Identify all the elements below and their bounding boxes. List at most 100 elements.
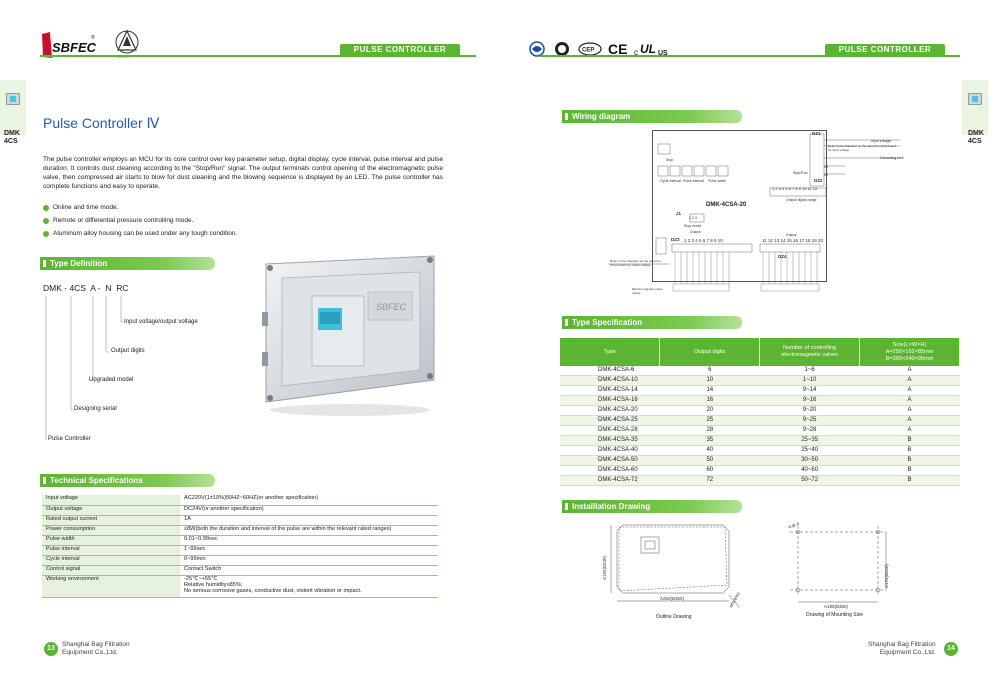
- table-cell: DMK-4CSA-10: [560, 375, 660, 387]
- type-spec-table: Type Output digits Number of controlling…: [560, 338, 960, 487]
- table-cell: 40~60: [759, 465, 860, 477]
- j1-pins: 1 2 3: [689, 216, 697, 220]
- table-cell: A: [859, 385, 960, 397]
- type-definition-leader-lines: [45, 296, 124, 440]
- table-cell: DMK-4CSA-35: [560, 435, 660, 447]
- k2-label: K2: [824, 173, 829, 177]
- brand-text: SBFEC: [52, 40, 97, 55]
- stop-run-label: Stop/Run: [793, 171, 808, 175]
- type-definition-heading: Type Definition: [40, 257, 215, 270]
- table-cell: 28: [659, 425, 760, 437]
- table-cell: 35: [659, 435, 760, 447]
- table-cell: 72: [659, 475, 760, 487]
- mounting-drawing: [790, 526, 887, 603]
- type-spec-heading: Type Specification: [562, 316, 742, 329]
- cert-logos: CEP CE c UL US: [528, 40, 698, 58]
- table-cell: 1~10: [759, 375, 860, 387]
- triangle-emblem-icon: ~~~~~~: [108, 28, 146, 60]
- feature-bullet: Remote or differential pressure controll…: [43, 217, 193, 224]
- j1-label: J1: [676, 211, 682, 216]
- table-cell: 20: [659, 405, 760, 417]
- table-cell: DMK-4CSA-16: [560, 395, 660, 407]
- svg-text:US: US: [658, 50, 668, 57]
- knob-label: Cycle interval: [660, 179, 682, 183]
- svg-text:CE: CE: [608, 41, 627, 57]
- table-cell: 60: [659, 465, 760, 477]
- table-cell: A: [859, 375, 960, 387]
- table-cell: 30~50: [759, 455, 860, 467]
- valve-note: Electro-magnetic pulse valves: [632, 287, 663, 295]
- dz1-label: DZ1: [812, 131, 821, 136]
- table-cell: DMK-4CSA-25: [560, 415, 660, 427]
- svg-text:UL: UL: [640, 42, 656, 56]
- knob-label: Pulse interval: [683, 179, 705, 183]
- table-cell: 25: [659, 415, 760, 427]
- mounting-dim-height: A170(B220): [884, 563, 889, 588]
- mounting-caption: Drawing of Mounting Size: [806, 612, 863, 618]
- table-cell: B: [859, 465, 960, 477]
- type-label: Output digits: [111, 348, 145, 354]
- feature-bullet: Aluminum alloy housing can be used under…: [43, 230, 237, 237]
- output-label: Output: [690, 230, 701, 234]
- svg-text:~~~~~~: ~~~~~~: [116, 55, 131, 60]
- product-line-badge-right: PULSE CONTROLLER: [825, 44, 945, 56]
- product-line-badge-left: PULSE CONTROLLER: [340, 44, 460, 56]
- left-side-tab: [0, 80, 26, 135]
- page-number-left: 13: [44, 642, 58, 656]
- table-cell: 9~16: [759, 395, 860, 407]
- type-label: Input voltage/output voltage: [124, 319, 198, 325]
- table-cell: 25~40: [759, 445, 860, 457]
- table-cell: 25~35: [759, 435, 860, 447]
- table-cell: A: [859, 425, 960, 437]
- outline-dim-height: A192(B240): [602, 555, 607, 580]
- product-thumbnail-icon: [6, 93, 20, 105]
- digits-row: 1 2 3 4 5 6 7 8 9 10 11 12: [772, 186, 818, 191]
- table-cell: 6: [659, 366, 760, 377]
- table-cell: A: [859, 415, 960, 427]
- table-cell: B: [859, 435, 960, 447]
- table-cell: 14: [659, 385, 760, 397]
- page-number-right: 14: [944, 642, 958, 656]
- page-title: Pulse Controller Ⅳ: [43, 115, 160, 131]
- wiring-lines: [608, 133, 900, 292]
- table-cell: 1~6: [759, 366, 860, 377]
- outline-drawing: [610, 524, 740, 608]
- refer-note: Refer to the character on the panel for …: [610, 259, 661, 267]
- input-voltage-label: Input voltage: [871, 139, 892, 143]
- table-cell: 9~25: [759, 415, 860, 427]
- left-side-code: DMK 4CS: [4, 130, 20, 145]
- input-voltage-note: Refer to the character on the panel for …: [828, 144, 896, 152]
- type-label: Upgraded model: [89, 377, 134, 383]
- footer-company-right: Shanghai Bag Filtration Equipment Co.,Lt…: [868, 641, 936, 656]
- knob-label: Pulse width: [708, 179, 726, 183]
- mounting-dim-width: A180(B350): [824, 604, 849, 609]
- right-side-code: DMK 4CS: [968, 130, 984, 145]
- header-rule-right: [540, 55, 960, 57]
- outline-caption: Outline Drawing: [656, 614, 692, 620]
- wiring-diagram: [652, 130, 827, 282]
- table-row: Working environment-25℃~+55℃ Relative hu…: [42, 575, 438, 598]
- table-cell: 9~14: [759, 385, 860, 397]
- table-cell: B: [859, 445, 960, 457]
- table-cell: DMK-4CSA-60: [560, 465, 660, 477]
- type-code: DMK - 4CS A - N RC: [43, 283, 129, 293]
- dz2-label: DZ2: [814, 178, 823, 183]
- output-digits-label: Output digital range: [786, 198, 817, 202]
- table-cell: DMK-4CSA-28: [560, 425, 660, 437]
- grounding-label: Grounding wire: [880, 156, 904, 160]
